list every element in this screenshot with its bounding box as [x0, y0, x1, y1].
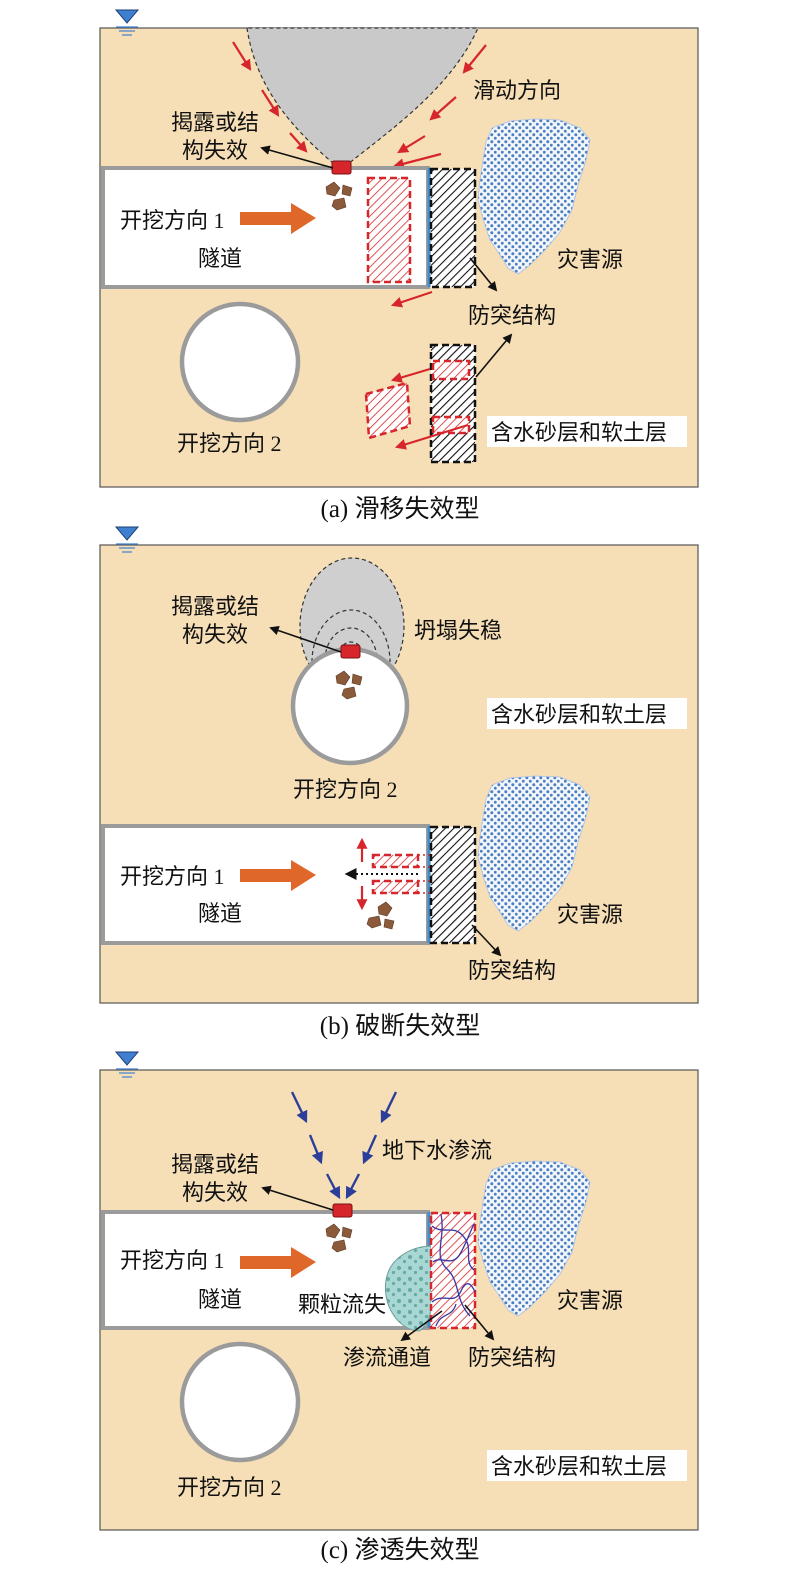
stratum-label-box — [487, 698, 687, 729]
hazard-source — [477, 775, 591, 932]
rock-fragments — [325, 1223, 353, 1253]
exposure-failure-label-line1: 揭露或结 — [171, 110, 259, 135]
tunnel-label: 隧道 — [198, 901, 242, 926]
hazard-source — [477, 118, 591, 275]
hazard-source-label: 灾害源 — [557, 247, 623, 272]
seepage-channel-label: 渗流通道 — [343, 1345, 431, 1370]
excavation-direction-1-label: 开挖方向 1 — [120, 864, 225, 889]
water-level-icon — [114, 1051, 140, 1078]
anti-burst-structure-label: 防突结构 — [468, 303, 556, 328]
groundwater-seepage-label: 地下水渗流 — [382, 1138, 492, 1163]
water-level-icon — [114, 9, 140, 36]
stratum-label: 含水砂层和软土层 — [491, 702, 667, 727]
water-level-icon — [114, 526, 140, 553]
label-arrows — [269, 625, 502, 957]
sliding-direction-label: 滑动方向 — [473, 78, 561, 103]
excavation-arrow — [240, 1247, 316, 1278]
excavation-direction-1-label: 开挖方向 1 — [120, 208, 225, 233]
caption-b: (b) 破断失效型 — [320, 1012, 480, 1040]
rock-fragments — [366, 901, 395, 930]
exposure-failure-label-line1: 揭露或结 — [171, 594, 259, 619]
collapse-contours — [311, 609, 391, 663]
displaced-structure — [366, 176, 412, 284]
hazard-source-label: 灾害源 — [557, 1288, 623, 1313]
excavation-arrow — [240, 203, 316, 234]
displacement-arrow — [390, 290, 433, 308]
rock-fragments — [325, 181, 353, 211]
label-arrows — [261, 1185, 495, 1342]
anti-burst-structure — [429, 825, 477, 945]
stratum-label-box — [487, 416, 687, 447]
seepage-channels — [431, 1213, 476, 1327]
exposure-failure-label-line1: 揭露或结 — [171, 1152, 259, 1177]
stratum-label: 含水砂层和软土层 — [491, 1454, 667, 1479]
anti-burst-structure-label: 防突结构 — [468, 958, 556, 983]
exposure-point — [332, 1203, 353, 1218]
groundwater-seepage-arrows — [290, 1091, 398, 1200]
excavation-direction-2-label: 开挖方向 2 — [177, 1475, 282, 1500]
excavation-direction-2-label: 开挖方向 2 — [177, 431, 282, 456]
excavation-arrow — [240, 860, 316, 891]
tunnel — [101, 1210, 430, 1330]
displaced-structure-lower — [431, 415, 471, 435]
exposure-point — [340, 644, 361, 659]
anti-burst-structure — [429, 167, 477, 289]
exposure-failure-label-line2: 构失效 — [182, 138, 248, 163]
circular-tunnel — [179, 1341, 301, 1463]
fracture-arrows — [344, 837, 418, 911]
fractured-structure — [371, 853, 476, 895]
exposure-failure-label-line2: 构失效 — [182, 622, 248, 647]
sliding-direction-arrows — [232, 41, 487, 170]
caption-c: (c) 渗透失效型 — [321, 1536, 480, 1564]
circular-tunnel — [179, 301, 301, 423]
panel-a: 滑动方向 揭露或结 构失效 开挖方向 1 隧道 灾害源 防突结构 开挖方向 2 … — [99, 9, 699, 488]
circular-tunnel — [290, 646, 410, 766]
rock-fragments — [335, 670, 363, 700]
label-arrows — [260, 145, 513, 378]
hazard-source — [477, 1160, 591, 1317]
sliding-mass — [246, 27, 479, 165]
collapse-instability-label: 坍塌失稳 — [414, 618, 502, 643]
anti-burst-structure-label: 防突结构 — [468, 1345, 556, 1370]
panel-c: 地下水渗流 揭露或结 构失效 开挖方向 1 隧道 颗粒流失 灾害源 渗流通道 防… — [99, 1051, 699, 1531]
exposure-point — [331, 160, 352, 175]
displaced-structure-lower — [431, 359, 471, 381]
hazard-source-label: 灾害源 — [557, 902, 623, 927]
excavation-direction-1-label: 开挖方向 1 — [120, 1248, 225, 1273]
exposure-failure-label-line2: 构失效 — [182, 1180, 248, 1205]
displaced-structure-slanted — [364, 381, 412, 440]
displacement-arrows — [390, 367, 469, 450]
tunnel-label: 隧道 — [198, 246, 242, 271]
panel-b: 揭露或结 构失效 坍塌失稳 含水砂层和软土层 开挖方向 2 开挖方向 1 隧道 … — [99, 526, 699, 1004]
particle-loss-label: 颗粒流失 — [298, 1292, 386, 1317]
stratum-label-box — [487, 1450, 687, 1481]
tunnel-label: 隧道 — [198, 1287, 242, 1312]
excavation-direction-2-label: 开挖方向 2 — [293, 777, 398, 802]
caption-a: (a) 滑移失效型 — [321, 495, 480, 523]
stratum-label: 含水砂层和软土层 — [491, 420, 667, 445]
